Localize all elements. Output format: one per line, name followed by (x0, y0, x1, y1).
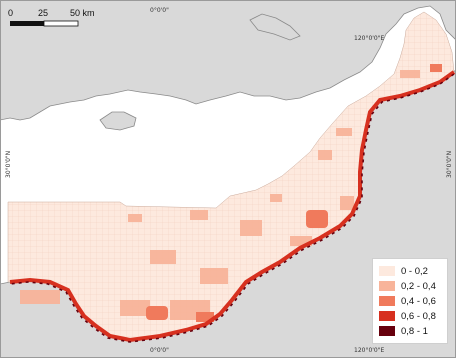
scale-label-0: 0 (8, 8, 13, 18)
scale-label-50: 50 km (70, 8, 95, 18)
legend: 0 - 0,2 0,2 - 0,4 0,4 - 0,6 0,6 - 0,8 0,… (372, 258, 448, 344)
legend-swatch (379, 281, 395, 291)
legend-label: 0,8 - 1 (401, 325, 428, 337)
land-north-detail (249, 13, 301, 41)
legend-label: 0,2 - 0,4 (401, 280, 436, 292)
graticule-label-bottom-left: 0°0'0" (150, 347, 169, 354)
graticule-label-right: 30°0'0"N (446, 151, 453, 178)
coastal-band-dark (9, 73, 455, 343)
legend-item: 0,2 - 0,4 (379, 280, 436, 292)
legend-item: 0 - 0,2 (379, 265, 428, 277)
graticule-label-top-right: 120°0'0"E (354, 35, 384, 42)
legend-item: 0,6 - 0,8 (379, 310, 436, 322)
land-north (0, 0, 456, 121)
graticule-label-bottom-right: 120°0'0"E (354, 347, 384, 354)
legend-swatch (379, 326, 395, 336)
legend-swatch (379, 296, 395, 306)
coastal-band (9, 70, 456, 343)
legend-item: 0,4 - 0,6 (379, 295, 436, 307)
legend-label: 0,6 - 0,8 (401, 310, 436, 322)
legend-item: 0,8 - 1 (379, 325, 428, 337)
legend-swatch (379, 311, 395, 321)
class-patches-0-4-0-6 (146, 64, 442, 322)
legend-label: 0 - 0,2 (401, 265, 428, 277)
graticule-label-left: 30°0'0"N (5, 151, 12, 178)
legend-swatch (379, 266, 395, 276)
island (99, 111, 137, 131)
scale-label-25: 25 (38, 8, 48, 18)
legend-label: 0,4 - 0,6 (401, 295, 436, 307)
scale-bar: 0 25 50 km (8, 8, 95, 27)
graticule-label-top-left: 0°0'0" (150, 7, 169, 14)
